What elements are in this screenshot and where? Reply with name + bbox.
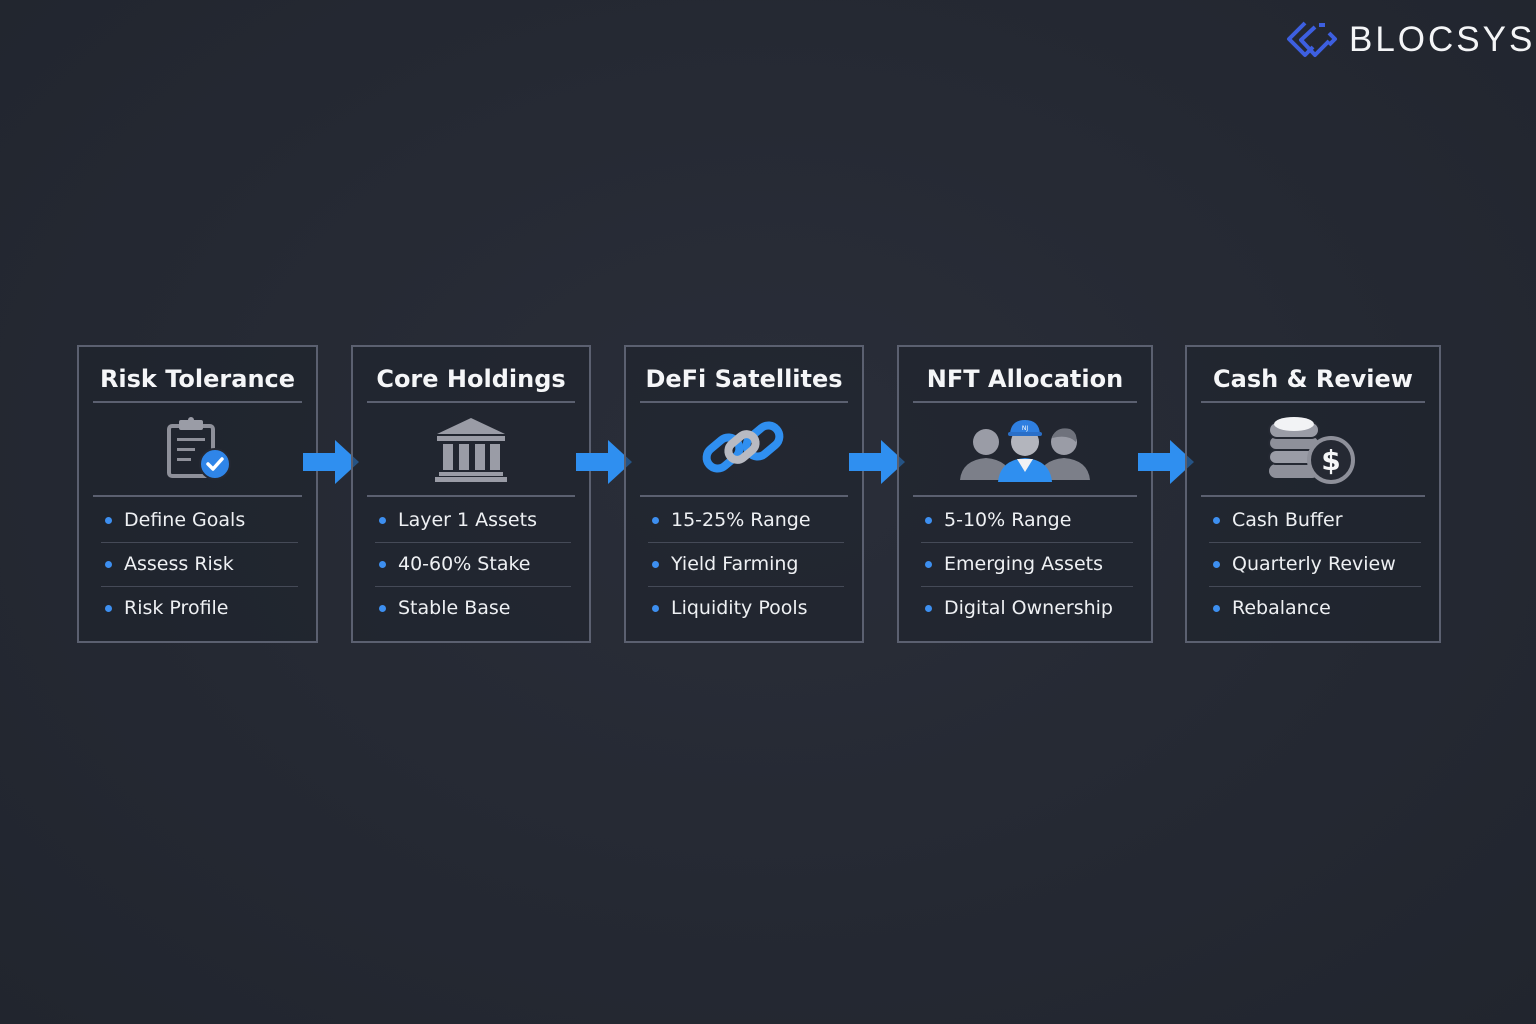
- step-card-defi-satellites: DeFi Satellites 15-25% Range Yield Farmi…: [624, 345, 864, 643]
- list-item: Cash Buffer: [1209, 499, 1421, 543]
- bullet-icon: [925, 517, 932, 524]
- step-title: NFT Allocation: [913, 361, 1137, 403]
- brand-name: BLOCSYS: [1349, 20, 1536, 59]
- bullet-icon: [379, 517, 386, 524]
- step-title: Risk Tolerance: [93, 361, 302, 403]
- bullet-icon: [925, 561, 932, 568]
- step-items: 15-25% Range Yield Farming Liquidity Poo…: [648, 499, 844, 630]
- list-item: Assess Risk: [101, 543, 298, 587]
- list-item: Yield Farming: [648, 543, 844, 587]
- list-item: 5-10% Range: [921, 499, 1133, 543]
- list-item: Stable Base: [375, 587, 571, 630]
- clipboard-check-icon: [166, 417, 231, 480]
- step-title: Core Holdings: [367, 361, 575, 403]
- users-group-icon: NJ: [960, 420, 1090, 482]
- bullet-icon: [1213, 605, 1220, 612]
- svg-text:NJ: NJ: [1022, 425, 1028, 432]
- list-item: Risk Profile: [101, 587, 298, 630]
- bullet-icon: [652, 561, 659, 568]
- coins-dollar-icon: $: [1268, 417, 1355, 484]
- step-items: Cash Buffer Quarterly Review Rebalance: [1209, 499, 1421, 630]
- step-card-cash-review: Cash & Review $ Cash Buffer Quarterly Re…: [1185, 345, 1441, 643]
- bullet-icon: [1213, 517, 1220, 524]
- arrow-right-icon: [576, 440, 632, 484]
- step-items: Layer 1 Assets 40-60% Stake Stable Base: [375, 499, 571, 630]
- list-item: Emerging Assets: [921, 543, 1133, 587]
- bullet-icon: [379, 561, 386, 568]
- arrow-right-icon: [303, 440, 359, 484]
- list-item: Define Goals: [101, 499, 298, 543]
- bullet-icon: [105, 605, 112, 612]
- svg-text:$: $: [1321, 444, 1340, 477]
- bullet-icon: [1213, 561, 1220, 568]
- step-title: Cash & Review: [1201, 361, 1425, 403]
- brand-logo: BLOCSYS: [1285, 18, 1535, 62]
- list-item: Rebalance: [1209, 587, 1421, 630]
- bullet-icon: [105, 517, 112, 524]
- bullet-icon: [652, 605, 659, 612]
- list-item: 40-60% Stake: [375, 543, 571, 587]
- list-item: 15-25% Range: [648, 499, 844, 543]
- interlocked-diamonds-icon: [1287, 21, 1337, 57]
- step-card-nft-allocation: NFT Allocation NJ 5-10% Range Emerging A…: [897, 345, 1153, 643]
- step-items: Define Goals Assess Risk Risk Profile: [101, 499, 298, 630]
- bullet-icon: [652, 517, 659, 524]
- list-item: Liquidity Pools: [648, 587, 844, 630]
- bank-building-icon: [435, 418, 507, 482]
- list-item: Digital Ownership: [921, 587, 1133, 630]
- step-title: DeFi Satellites: [640, 361, 848, 403]
- step-card-risk-tolerance: Risk Tolerance Define Goals Assess Risk …: [77, 345, 318, 643]
- arrow-right-icon: [1138, 440, 1194, 484]
- step-items: 5-10% Range Emerging Assets Digital Owne…: [921, 499, 1133, 630]
- list-item: Layer 1 Assets: [375, 499, 571, 543]
- arrow-right-icon: [849, 440, 905, 484]
- list-item: Quarterly Review: [1209, 543, 1421, 587]
- bullet-icon: [105, 561, 112, 568]
- bullet-icon: [925, 605, 932, 612]
- bullet-icon: [379, 605, 386, 612]
- chain-link-icon: [702, 421, 784, 473]
- step-card-core-holdings: Core Holdings Layer 1 Assets 40-60% Stak…: [351, 345, 591, 643]
